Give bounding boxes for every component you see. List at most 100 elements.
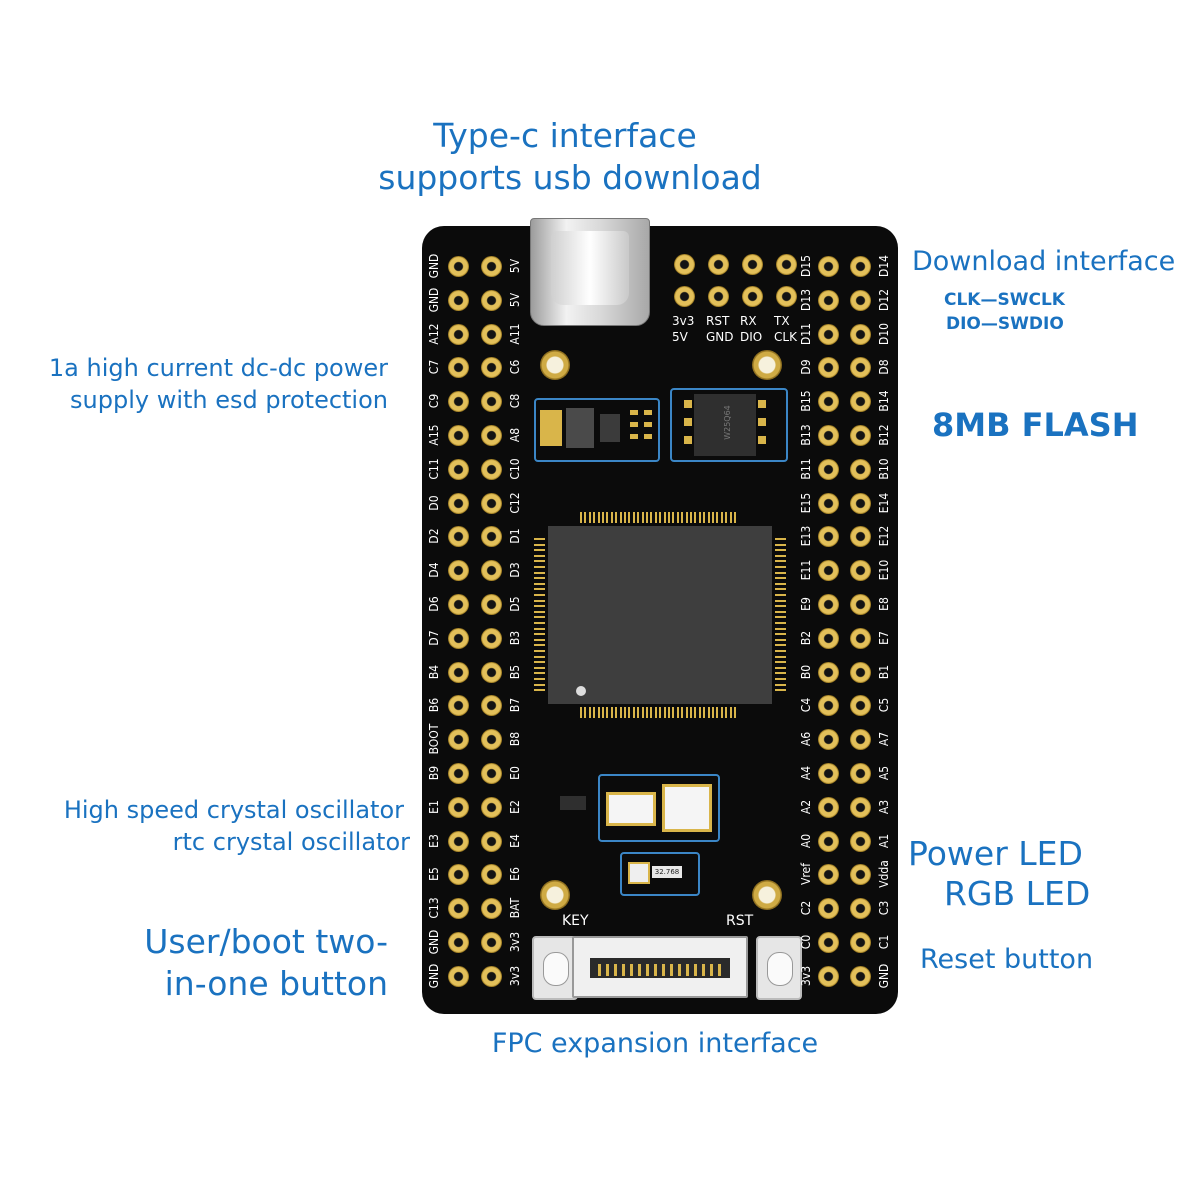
- flash-outline: [670, 388, 788, 462]
- header-pin: [850, 763, 871, 784]
- debug-pin: [742, 286, 763, 307]
- header-pin: [481, 661, 502, 683]
- header-pin: [850, 526, 871, 548]
- header-pin: [448, 391, 469, 413]
- debug-pin: [776, 286, 797, 307]
- header-pin: [818, 763, 839, 784]
- header-pin: [481, 898, 502, 920]
- header-pin: [818, 526, 839, 548]
- hse-crystal: [606, 792, 656, 826]
- pin-label: D1: [508, 528, 522, 544]
- header-pin: [481, 256, 502, 277]
- pin-label: B2: [799, 630, 813, 645]
- header-pin: [850, 256, 871, 277]
- pin-label: D11: [799, 322, 813, 345]
- mount-hole: [540, 350, 570, 380]
- header-pin: [818, 796, 839, 818]
- header-pin: [818, 458, 839, 480]
- debug-pin-label: TX: [774, 314, 790, 328]
- header-pin: [850, 965, 871, 987]
- rtc-crystal: [662, 784, 712, 832]
- header-pin: [850, 796, 871, 818]
- header-pin: [481, 357, 502, 379]
- header-pin: [448, 898, 469, 920]
- header-pin: [850, 357, 871, 379]
- dcdc-outline: [534, 398, 660, 462]
- download-interface-label: Download interface: [912, 246, 1176, 277]
- header-pin: [481, 594, 502, 615]
- rst-silk: RST: [726, 913, 754, 929]
- pin-label: B14: [877, 390, 891, 412]
- header-pin: [850, 594, 871, 615]
- pin-label: C13: [427, 897, 441, 919]
- mcu-chip: [548, 526, 772, 704]
- mount-hole: [540, 880, 570, 910]
- pin-label: D12: [877, 288, 891, 311]
- pin-label: E0: [508, 766, 522, 780]
- header-pin: [481, 763, 502, 784]
- pin-label: D6: [427, 596, 441, 612]
- header-pin: [448, 965, 469, 987]
- header-pin: [850, 830, 871, 852]
- header-pin: [481, 729, 502, 751]
- header-pin: [481, 492, 502, 514]
- header-pin: [818, 932, 839, 953]
- header-pin: [448, 864, 469, 886]
- header-pin: [850, 425, 871, 446]
- pin-label: C9: [427, 393, 441, 409]
- pin-label: E2: [508, 799, 522, 814]
- mount-hole: [752, 350, 782, 380]
- header-pin: [850, 391, 871, 413]
- header-pin: [818, 830, 839, 852]
- typec-label-line2: supports usb download: [378, 158, 762, 197]
- pin-label: A3: [877, 799, 891, 814]
- pin-label: B4: [427, 664, 441, 679]
- header-pin: [818, 864, 839, 886]
- header-pin: [448, 594, 469, 615]
- header-pin: [481, 932, 502, 953]
- pin-label: C5: [877, 698, 891, 713]
- header-pin: [850, 323, 871, 345]
- header-pin: [448, 357, 469, 379]
- reset-button[interactable]: [756, 936, 802, 1000]
- header-pin: [481, 323, 502, 345]
- debug-pin-label: GND: [706, 330, 734, 344]
- debug-pin-label: DIO: [740, 330, 763, 344]
- pin-label: 5V: [508, 292, 522, 307]
- pin-label: C4: [799, 698, 813, 713]
- key-silk: KEY: [562, 913, 589, 929]
- header-pin: [818, 594, 839, 615]
- key-button[interactable]: [532, 936, 578, 1000]
- debug-pin: [674, 286, 695, 307]
- power-led: 32.768: [652, 866, 682, 878]
- header-pin: [481, 830, 502, 852]
- pin-label: B15: [799, 390, 813, 412]
- header-pin: [818, 627, 839, 649]
- pin-label: D8: [877, 359, 891, 375]
- pin-label: GND: [427, 253, 441, 279]
- pin-label: C2: [799, 900, 813, 916]
- mount-hole: [752, 880, 782, 910]
- header-pin: [818, 492, 839, 514]
- header-pin: [448, 932, 469, 953]
- pin-label: D5: [508, 596, 522, 612]
- pin-label: C11: [427, 458, 441, 480]
- debug-pin: [708, 286, 729, 307]
- pin-label: A7: [877, 732, 891, 747]
- header-pin: [448, 627, 469, 649]
- debug-pin-label: 5V: [672, 330, 688, 344]
- header-pin: [448, 796, 469, 818]
- header-pin: [850, 864, 871, 886]
- header-pin: [481, 695, 502, 717]
- debug-pin: [776, 254, 797, 275]
- crystal-outline: [598, 774, 720, 842]
- header-pin: [818, 256, 839, 277]
- header-pin: [481, 458, 502, 480]
- debug-pin: [708, 254, 729, 275]
- header-pin: [448, 729, 469, 751]
- header-pin: [448, 695, 469, 717]
- header-pin: [481, 864, 502, 886]
- reset-button-label: Reset button: [920, 944, 1094, 975]
- pin-label: E10: [877, 559, 891, 581]
- pin-label: BAT: [508, 897, 522, 919]
